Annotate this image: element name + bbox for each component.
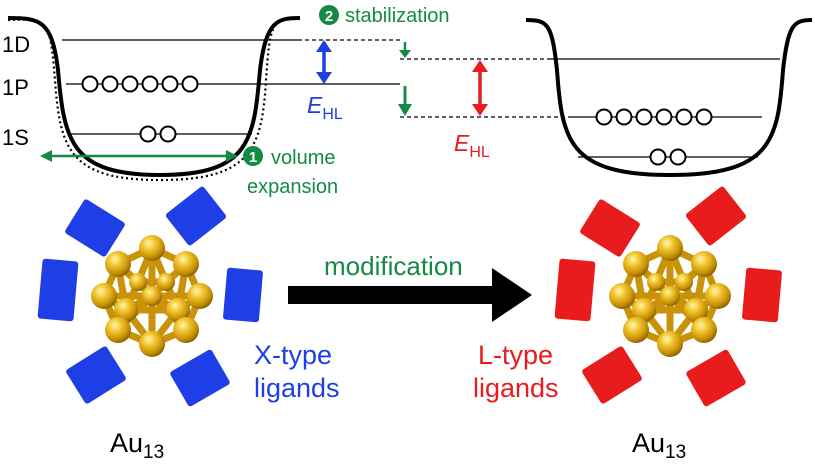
- l-ligand-top-left: [580, 199, 640, 257]
- right-ehl-arrow: [472, 60, 488, 116]
- right-well-solid: [525, 18, 813, 178]
- step2-badge: 2: [319, 5, 339, 25]
- left-ehl-arrow: [316, 40, 332, 84]
- au-atom: [647, 273, 665, 291]
- x-ligand-bottom-right: [170, 349, 230, 407]
- au-atom: [187, 283, 213, 309]
- step1-label-line2: expansion: [247, 176, 338, 198]
- right-1s-electrons: [649, 148, 687, 166]
- electron: [81, 75, 99, 93]
- electron: [101, 75, 119, 93]
- x-ligand-top-right: [165, 186, 227, 246]
- au-atom: [105, 251, 131, 277]
- left-x-type-ligands: [37, 186, 263, 407]
- right-au13-label: Au13: [632, 428, 686, 463]
- right-au13-cluster: [609, 235, 731, 357]
- electron: [675, 108, 693, 126]
- l-type-ligands-line2: ligands: [473, 373, 559, 403]
- au-atom: [114, 298, 138, 322]
- level-label-1s: 1S: [2, 125, 29, 150]
- left-au13-cluster: [91, 235, 213, 357]
- au-atom: [157, 273, 175, 291]
- au-atom: [691, 317, 717, 343]
- au-atom: [139, 331, 165, 357]
- au-atom: [660, 286, 680, 306]
- l-ligand-bottom-left: [582, 346, 642, 404]
- au-atom: [139, 235, 165, 261]
- electron: [669, 148, 687, 166]
- step2-label: stabilization: [345, 5, 450, 27]
- l-ligand-right: [742, 267, 782, 323]
- l-type-ligands-line1: L-type: [478, 340, 553, 370]
- au-atom: [142, 286, 162, 306]
- electron: [695, 108, 713, 126]
- svg-text:1: 1: [249, 149, 257, 166]
- l-ligand-bottom-right: [686, 349, 746, 407]
- au-atom: [675, 273, 693, 291]
- au-atom: [609, 283, 635, 309]
- level-label-1p: 1P: [2, 75, 29, 100]
- au-atom: [657, 331, 683, 357]
- electron: [159, 125, 177, 143]
- right-potential-well: [525, 18, 813, 178]
- electron: [161, 75, 179, 93]
- au-atom: [105, 317, 131, 343]
- left-well-expanded-dotted: [7, 16, 301, 182]
- stabilization-arrow-lower: [398, 86, 412, 116]
- modification-arrow: [288, 268, 532, 322]
- left-ehl-label: EHL: [307, 92, 343, 123]
- x-ligand-right: [223, 267, 263, 323]
- x-ligand-top-left: [65, 199, 125, 257]
- au-atom: [705, 283, 731, 309]
- au-atom: [657, 235, 683, 261]
- x-ligand-left: [37, 258, 79, 322]
- volume-expansion-arrow: [40, 150, 238, 162]
- left-1s-electrons: [139, 125, 177, 143]
- electron: [121, 75, 139, 93]
- au-atom: [632, 298, 656, 322]
- electron: [595, 108, 613, 126]
- electron: [655, 108, 673, 126]
- svg-text:2: 2: [325, 8, 333, 25]
- au-atom: [623, 251, 649, 277]
- x-type-ligands-line2: ligands: [254, 373, 340, 403]
- left-au13-label: Au13: [110, 428, 164, 463]
- level-label-1d: 1D: [2, 32, 30, 57]
- au-atom: [129, 273, 147, 291]
- au-atom: [173, 317, 199, 343]
- electron: [181, 75, 199, 93]
- electron: [141, 75, 159, 93]
- electron: [649, 148, 667, 166]
- step1-label-line1: volume: [271, 147, 335, 169]
- right-1p-electrons: [595, 108, 713, 126]
- au-atom: [623, 317, 649, 343]
- step1-badge: 1: [243, 146, 263, 166]
- au-atom: [684, 298, 708, 322]
- au-atom: [91, 283, 117, 309]
- electron: [615, 108, 633, 126]
- au-atom: [166, 298, 190, 322]
- au-atom: [173, 251, 199, 277]
- l-ligand-left: [554, 258, 596, 322]
- stabilization-arrow-upper: [399, 42, 411, 58]
- l-ligand-top-right: [685, 186, 747, 246]
- electron: [139, 125, 157, 143]
- x-ligand-bottom-left: [66, 346, 126, 404]
- right-l-type-ligands: [554, 186, 782, 407]
- au-atom: [691, 251, 717, 277]
- modification-label: modification: [324, 251, 463, 281]
- left-well-solid: [7, 16, 301, 178]
- left-1p-electrons: [81, 75, 199, 93]
- x-type-ligands-line1: X-type: [254, 340, 332, 370]
- right-ehl-label: EHL: [454, 130, 490, 161]
- electron: [635, 108, 653, 126]
